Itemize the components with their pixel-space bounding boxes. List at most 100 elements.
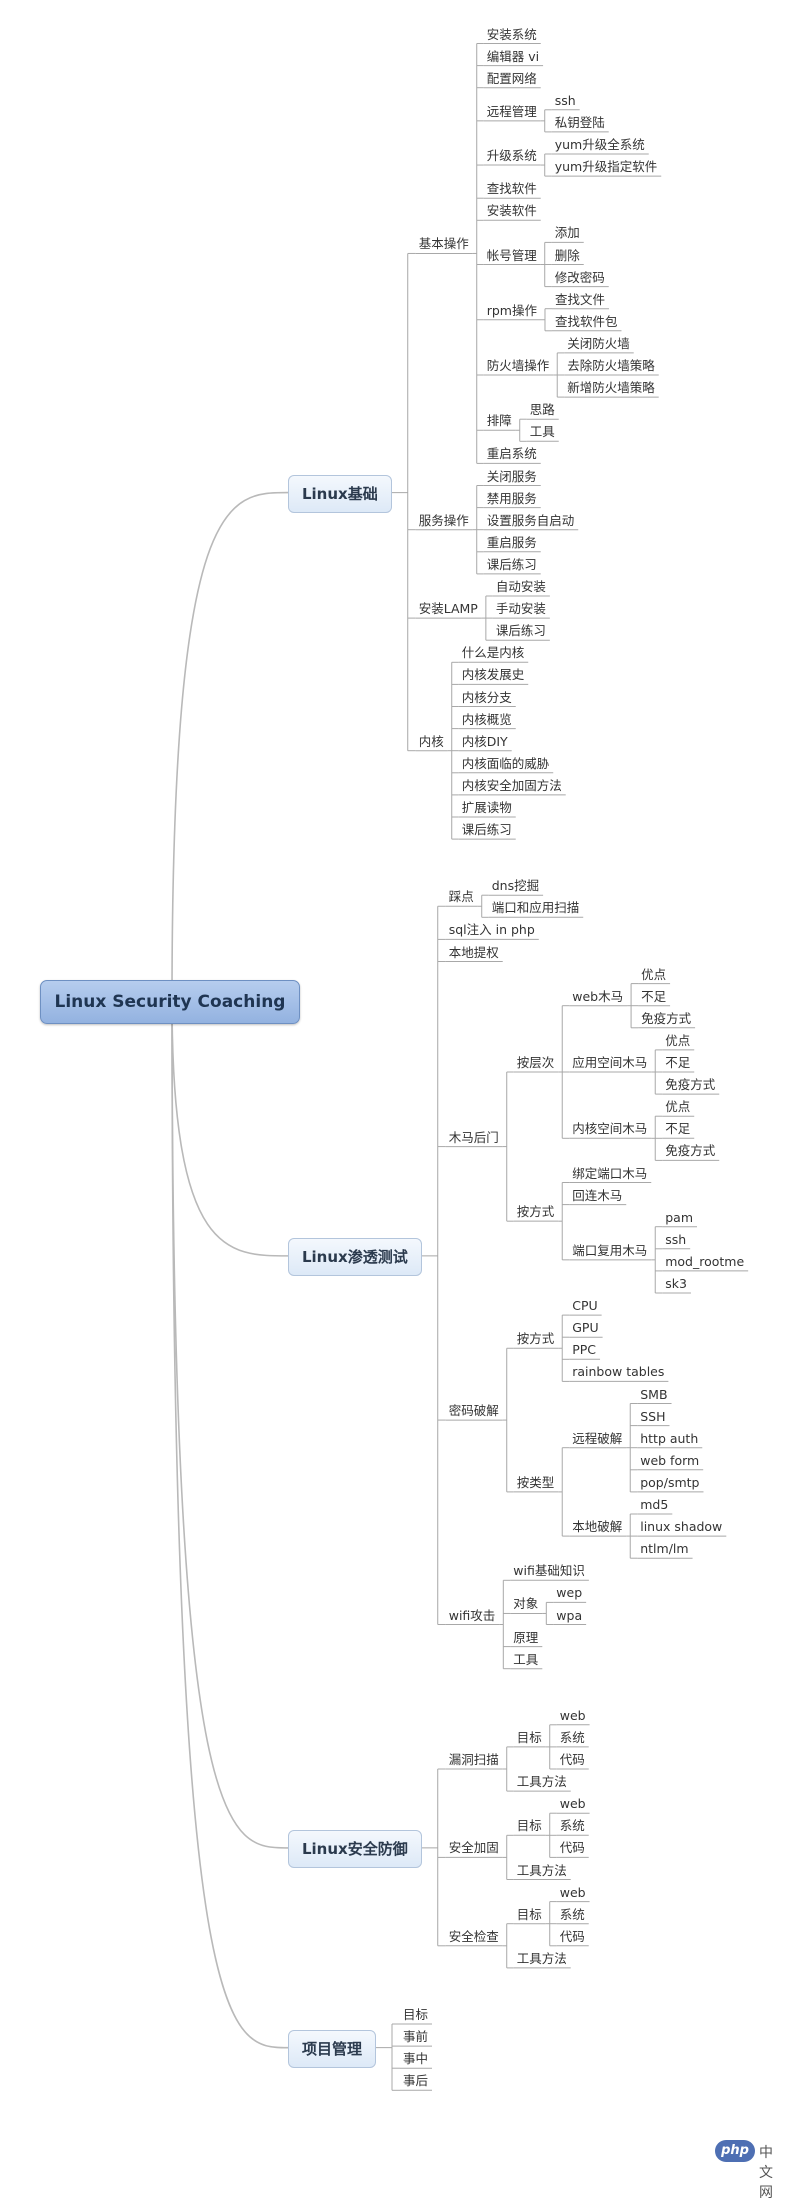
watermark-text: 中文网 (759, 2145, 773, 2201)
node-4: 新增防火墙策略 (567, 380, 655, 396)
node-4: 思路 (529, 402, 555, 418)
node-2: wifi攻击 (448, 1607, 496, 1623)
node-4: 代码 (559, 1928, 585, 1944)
node-2: 事中 (403, 2051, 429, 2067)
node-5: 免疫方式 (665, 1077, 716, 1093)
node-3: 内核面临的威胁 (461, 755, 550, 771)
root-connector (171, 491, 289, 1002)
branch-node: Linux渗透测试 (288, 1237, 422, 1276)
node-3: wifi基础知识 (513, 1563, 585, 1579)
node-5: web form (640, 1452, 700, 1468)
node-3: 目标 (516, 1729, 542, 1745)
node-3: 内核DIY (461, 733, 508, 749)
root-connector (171, 1000, 289, 1849)
node-4: 添加 (554, 225, 580, 241)
branch-node: Linux安全防御 (288, 1829, 422, 1868)
node-2: 本地提权 (448, 944, 499, 960)
node-3: 配置网络 (486, 70, 537, 86)
node-3: 什么是内核 (461, 645, 525, 661)
node-5: SMB (640, 1386, 668, 1402)
node-5: 不足 (665, 1055, 691, 1070)
node-3: 内核分支 (461, 689, 512, 705)
node-5: md5 (640, 1497, 669, 1512)
node-4: 代码 (559, 1840, 585, 1856)
node-3: 安装系统 (486, 26, 537, 42)
node-3: 重启服务 (486, 534, 537, 550)
node-3: 目标 (516, 1818, 542, 1834)
root-node: Linux Security Coaching (40, 980, 300, 1024)
node-4: 代码 (559, 1752, 585, 1767)
node-3: 工具方法 (516, 1862, 567, 1878)
root-connector (171, 1000, 289, 1257)
node-5: 不足 (641, 988, 667, 1004)
node-3: 按层次 (516, 1055, 555, 1070)
node-2: 内核 (418, 733, 444, 749)
node-4: 系统 (559, 1729, 585, 1745)
node-4: 私钥登陆 (554, 114, 605, 130)
node-5: pam (665, 1209, 693, 1225)
node-3: 防火墙操作 (486, 358, 550, 373)
node-3: dns挖掘 (491, 878, 540, 894)
node-4: 绑定端口木马 (572, 1165, 648, 1181)
node-3: 工具方法 (516, 1950, 567, 1966)
node-4: 工具 (529, 424, 555, 440)
node-3: 课后练习 (495, 623, 546, 639)
node-2: sql注入 in php (448, 922, 535, 938)
node-3: 按类型 (516, 1474, 555, 1490)
node-4: GPU (572, 1320, 599, 1336)
node-4: web (559, 1707, 586, 1723)
node-4: web木马 (572, 988, 624, 1004)
node-2: 安全检查 (448, 1928, 499, 1944)
node-3: 手动安装 (495, 601, 546, 617)
node-4: 去除防火墙策略 (567, 358, 655, 373)
node-5: 免疫方式 (641, 1010, 692, 1026)
node-4: yum升级全系统 (554, 137, 645, 152)
node-4: 端口复用木马 (572, 1242, 648, 1258)
node-3: 查找软件 (486, 181, 537, 197)
node-5: 不足 (665, 1121, 691, 1137)
node-4: 查找文件 (554, 291, 605, 307)
node-4: web (559, 1796, 586, 1812)
node-3: 课后练习 (486, 556, 537, 572)
node-3: 端口和应用扫描 (491, 900, 580, 916)
node-4: 内核空间木马 (572, 1121, 648, 1137)
node-3: 内核概览 (461, 711, 512, 727)
node-4: 远程破解 (572, 1430, 623, 1446)
node-3: 安装软件 (486, 203, 537, 219)
node-4: 系统 (559, 1818, 585, 1834)
node-5: 免疫方式 (665, 1143, 716, 1159)
node-4: web (559, 1884, 586, 1900)
node-3: 工具方法 (516, 1774, 567, 1790)
node-3: 排障 (486, 413, 512, 429)
node-2: 密码破解 (448, 1403, 499, 1419)
node-4: CPU (572, 1298, 598, 1314)
node-5: ssh (665, 1231, 687, 1247)
node-4: wpa (556, 1607, 583, 1623)
node-5: 优点 (665, 1032, 691, 1048)
node-2: 踩点 (448, 889, 474, 905)
node-3: 对象 (513, 1596, 539, 1612)
root-connector (171, 1000, 289, 2049)
node-3: 自动安装 (495, 579, 546, 594)
node-4: 删除 (554, 247, 580, 263)
node-3: rpm操作 (486, 302, 537, 318)
node-3: 按方式 (516, 1204, 555, 1220)
node-4: wep (556, 1585, 583, 1601)
node-5: 优点 (641, 966, 667, 982)
node-3: 帐号管理 (486, 247, 537, 263)
node-2: 服务操作 (418, 512, 469, 528)
php-logo-icon: php (715, 2140, 755, 2162)
node-3: 关闭服务 (486, 468, 537, 484)
node-4: 系统 (559, 1906, 585, 1922)
node-3: 重启系统 (486, 446, 537, 462)
node-4: 本地破解 (572, 1519, 623, 1535)
node-4: ssh (554, 92, 576, 108)
node-3: 升级系统 (486, 148, 537, 164)
node-2: 漏洞扫描 (448, 1752, 499, 1767)
node-3: 原理 (513, 1629, 539, 1645)
node-3: 内核安全加固方法 (461, 777, 562, 793)
branch-node: Linux基础 (288, 474, 392, 513)
node-4: 应用空间木马 (572, 1055, 648, 1070)
node-3: 编辑器 vi (486, 48, 540, 64)
